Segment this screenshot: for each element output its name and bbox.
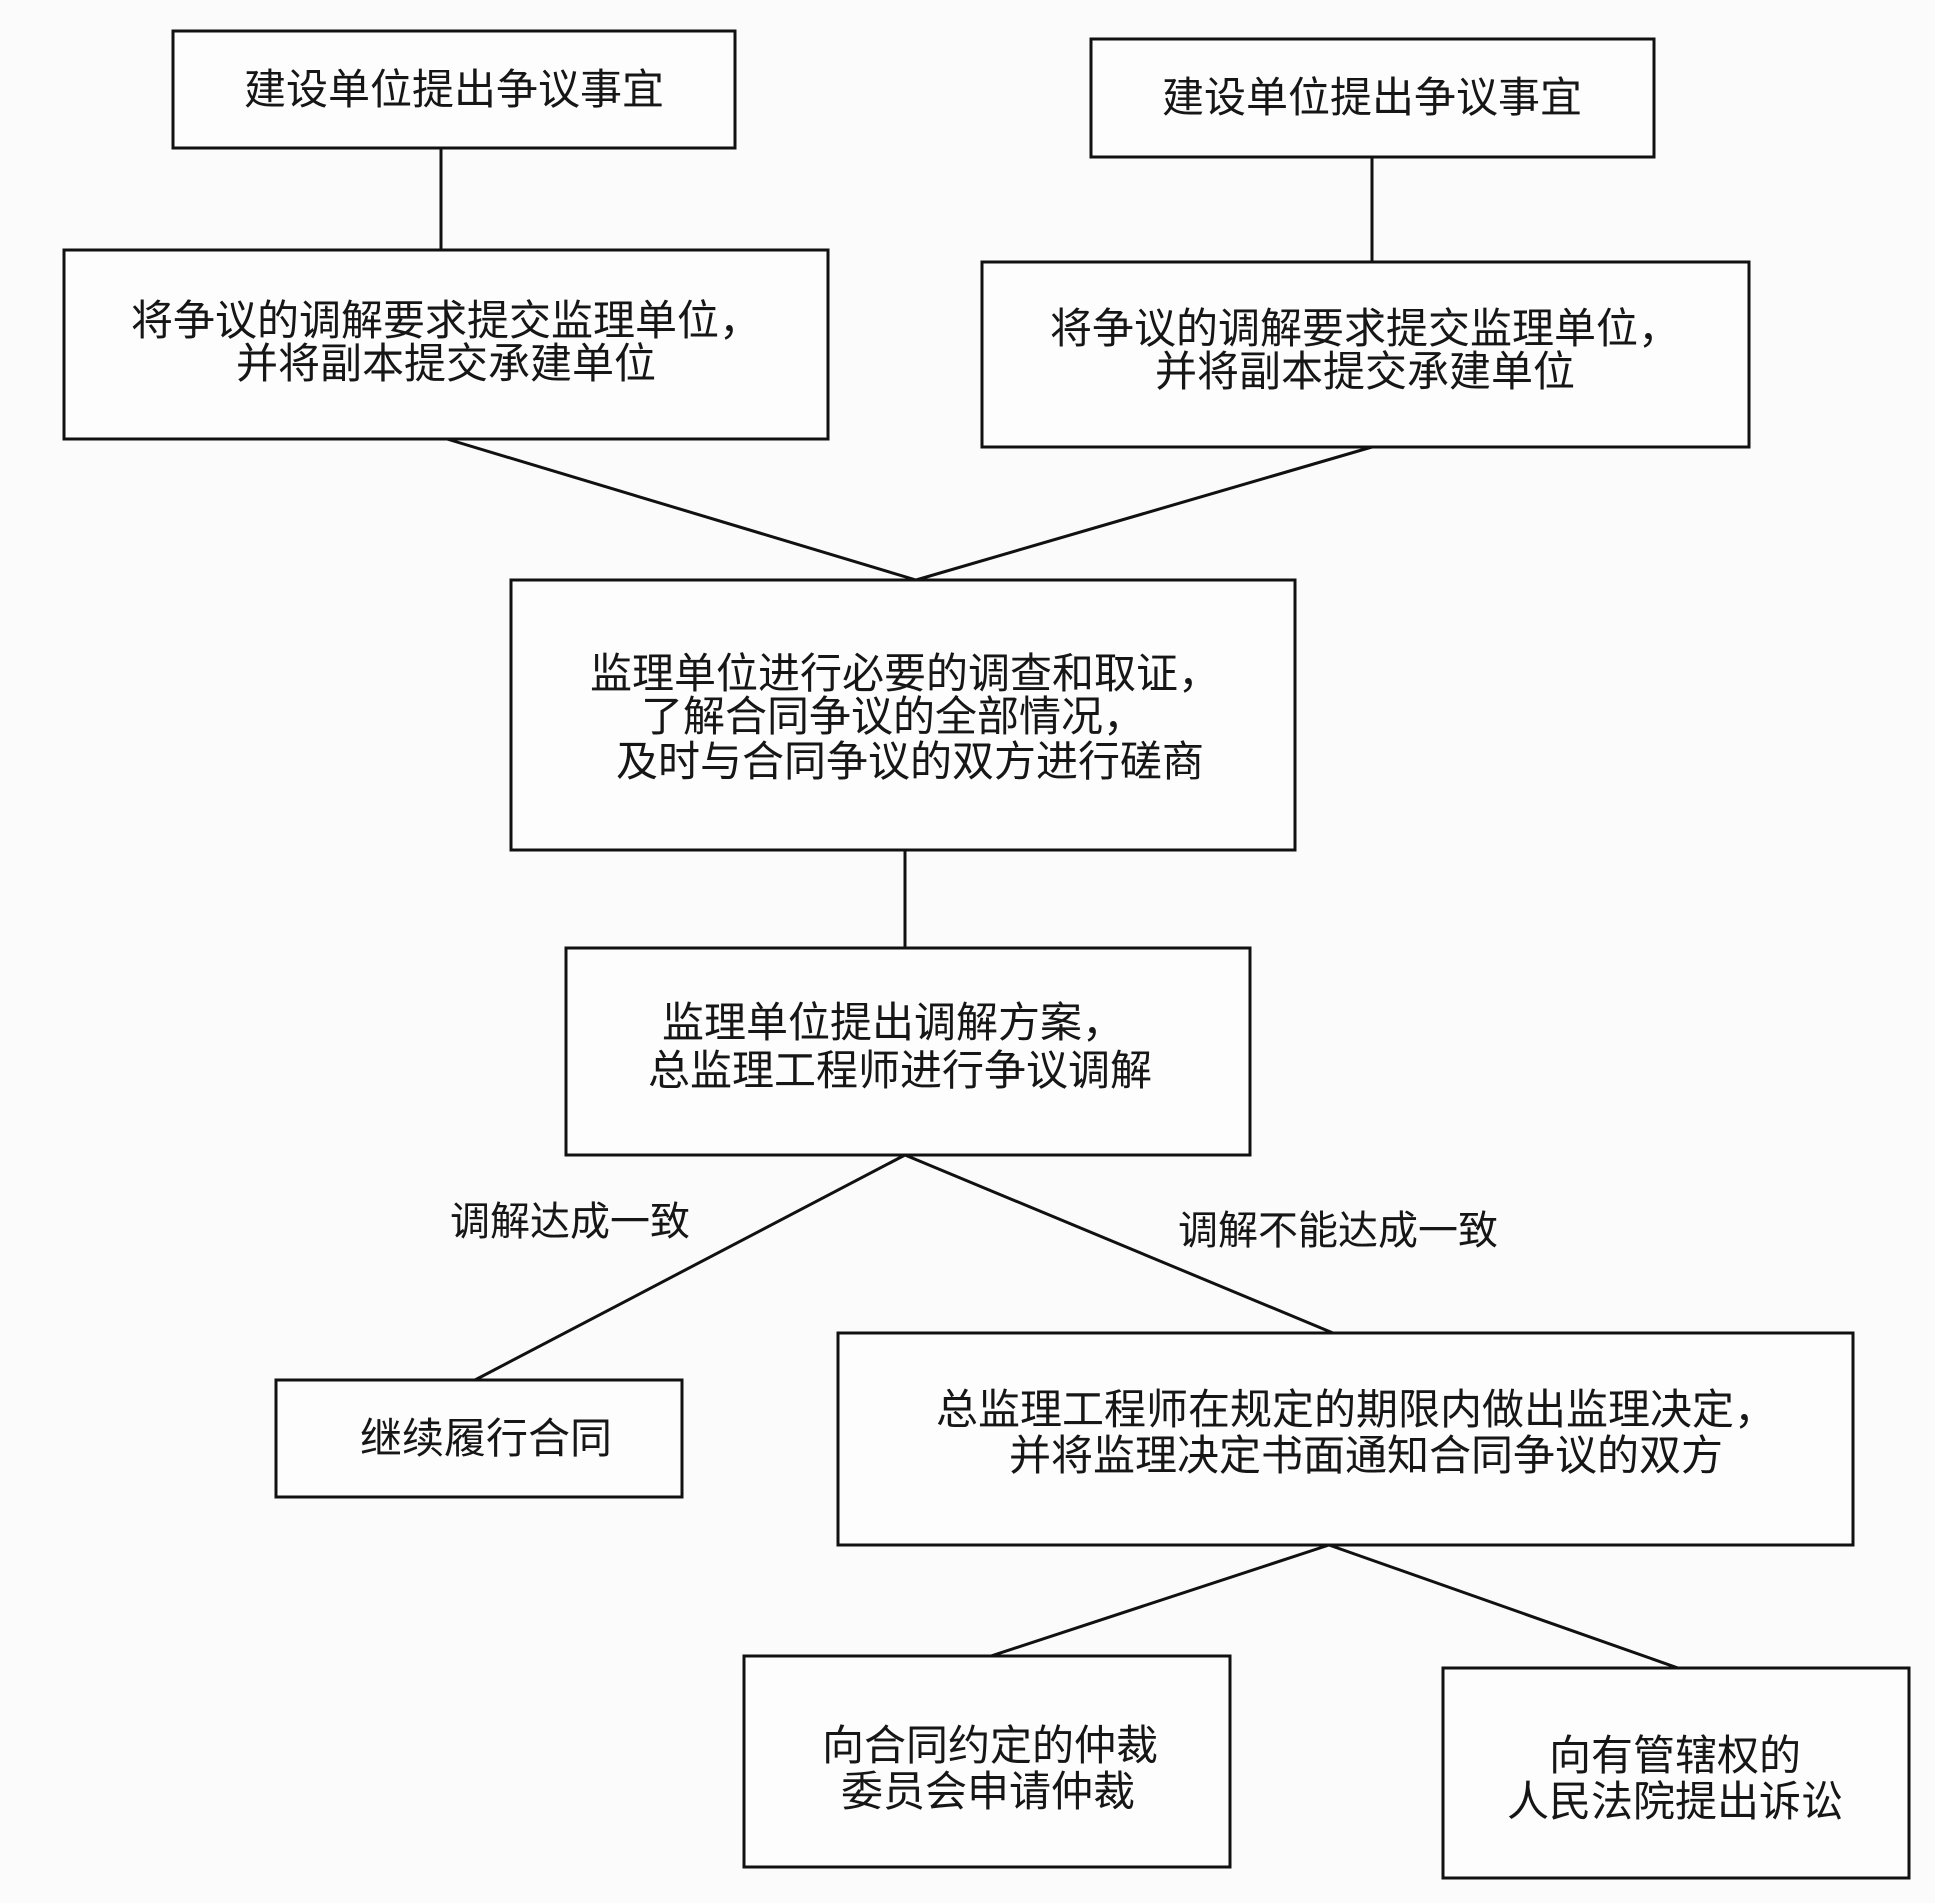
edge-label-disagree: 调解不能达成一致 xyxy=(1178,1208,1498,1254)
node-text: 并将副本提交承建单位 xyxy=(236,339,656,388)
node-text: 人民法院提出诉讼 xyxy=(1507,1777,1843,1826)
node-text: 委员会申请仲裁 xyxy=(841,1767,1135,1816)
node-text: 建设单位提出争议事宜 xyxy=(244,65,664,114)
node-mediate: 监理单位提出调解方案， 总监理工程师进行争议调解 xyxy=(564,946,1252,1157)
node-text: 并将监理决定书面通知合同争议的双方 xyxy=(1009,1431,1723,1480)
edge-decision-to-litigation xyxy=(1328,1543,1679,1670)
edge-decision-to-arbitration xyxy=(990,1543,1330,1658)
node-owner-raise-right: 建设单位提出争议事宜 xyxy=(1089,37,1656,159)
node-text: 向有管辖权的 xyxy=(1549,1731,1801,1780)
node-arbitration: 向合同约定的仲裁 委员会申请仲裁 xyxy=(742,1654,1232,1869)
edge-mediate-to-decision xyxy=(904,1153,1334,1335)
node-submit-left: 将争议的调解要求提交监理单位， 并将副本提交承建单位 xyxy=(62,248,830,441)
node-text: 监理单位进行必要的调查和取证， xyxy=(590,649,1220,698)
node-owner-raise-left: 建设单位提出争议事宜 xyxy=(171,29,737,150)
node-submit-right: 将争议的调解要求提交监理单位， 并将副本提交承建单位 xyxy=(980,260,1751,449)
edge-submit-right-to-investigate xyxy=(915,445,1373,582)
node-text: 监理单位提出调解方案， xyxy=(662,998,1124,1047)
node-litigation: 向有管辖权的 人民法院提出诉讼 xyxy=(1441,1666,1911,1880)
node-text: 总监理工程师在规定的期限内做出监理决定， xyxy=(936,1385,1776,1434)
node-text: 继续履行合同 xyxy=(360,1414,612,1463)
node-decision: 总监理工程师在规定的期限内做出监理决定， 并将监理决定书面通知合同争议的双方 xyxy=(836,1331,1855,1547)
connectors xyxy=(439,148,1679,1670)
edge-submit-left-to-investigate xyxy=(446,437,917,582)
node-text: 将争议的调解要求提交监理单位， xyxy=(131,296,761,345)
node-text: 总监理工程师进行争议调解 xyxy=(648,1046,1152,1095)
node-text: 建设单位提出争议事宜 xyxy=(1162,73,1582,122)
edge-mediate-to-continue xyxy=(474,1153,906,1382)
node-text: 向合同约定的仲裁 xyxy=(822,1721,1158,1770)
node-continue: 继续履行合同 xyxy=(274,1378,684,1499)
node-text: 并将副本提交承建单位 xyxy=(1155,347,1575,396)
node-text: 及时与合同争议的双方进行磋商 xyxy=(616,737,1204,786)
node-text: 将争议的调解要求提交监理单位， xyxy=(1050,304,1680,353)
node-investigate: 监理单位进行必要的调查和取证， 了解合同争议的全部情况， 及时与合同争议的双方进… xyxy=(509,578,1297,852)
edge-label-agree: 调解达成一致 xyxy=(450,1199,690,1245)
node-text: 了解合同争议的全部情况， xyxy=(641,692,1145,741)
